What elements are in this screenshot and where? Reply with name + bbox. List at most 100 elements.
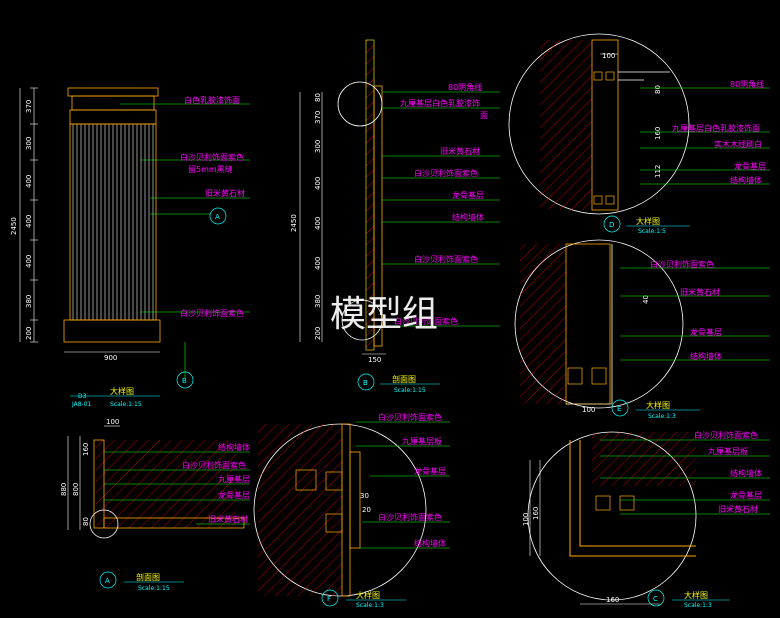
label: 旧米黄石材 [718,504,758,514]
label: 旧米黄石材 [440,146,480,156]
dim-seg: 80 [314,93,322,102]
tag-f: F [327,595,331,603]
label: 实木木线刷白 [714,139,762,149]
label: 80阴角线 [448,82,482,92]
dim: 80 [82,517,90,526]
label: 白沙贝利饰面索色 [414,168,478,178]
label: 旧米黄石材 [680,287,720,297]
view-scale: Scale:1:15 [394,387,426,394]
dim-seg: 370 [25,100,33,113]
label: 80阴角线 [730,79,764,89]
dim-width: 900 [104,354,117,362]
dim-total: 2450 [10,217,18,235]
label: 龙骨基层 [690,327,722,337]
view-d-detail: 100 80 160 112 80阴角线 九厘基层白色乳胶漆饰面 实木木线刷白 … [508,33,770,235]
label: 白沙贝利饰面索色 [378,412,442,422]
view-f-detail: 30 20 白沙贝利饰面索色 九厘基层板 龙骨基层 白沙贝利饰面索色 结构墙体 … [253,412,450,609]
dim: 80 [654,85,662,94]
view-scale: Scale:1:3 [684,602,712,609]
dim: 100 [106,418,119,426]
label: 龙骨基层 [730,490,762,500]
label: 白沙贝利饰面索色 [414,254,478,264]
view-b-section: 2450 80 370 300 400 400 400 380 200 80阴角… [290,39,500,394]
dim-seg: 380 [25,295,33,308]
view-scale: Scale:1:3 [648,413,676,420]
tag-b: B [363,379,368,387]
label: 九厘基层白色乳胶漆饰 [400,98,480,108]
view-title: 大样图 [636,216,660,226]
tag-c: C [653,595,658,603]
dim-seg: 400 [25,175,33,188]
dim-seg: 200 [25,327,33,340]
view-a-elevation: 2450 370 300 400 400 400 380 200 900 白色乳… [10,87,250,408]
label: 九厘基层白色乳胶漆饰面 [672,123,760,133]
label: 白沙贝利饰面索色 [182,460,246,470]
label: 旧米黄石材 [208,514,248,524]
dim-seg: 380 [314,295,322,308]
label: 龙骨基层 [452,190,484,200]
dim: 100 [522,513,530,526]
dim: 160 [654,127,662,140]
callout-a: A [215,213,220,221]
dim-seg: 400 [314,257,322,270]
view-e-detail: 40 100 白沙贝利饰面索色 旧米黄石材 龙骨基层 结构墙体 E 大样图 Sc… [514,239,770,420]
dim: 30 [360,492,369,500]
label: 九厘基层板 [402,436,442,446]
view-c-detail: 100 160 160 白沙贝利饰面索色 九厘基层板 结构墙体 龙骨基层 旧米黄… [522,430,770,609]
tag-a: A [105,577,110,585]
dim-seg: 300 [25,137,33,150]
view-scale: Scale:1:15 [138,585,170,592]
dim: 40 [642,295,650,304]
dim-seg: 400 [314,177,322,190]
view-scale: Scale:1:15 [110,401,142,408]
dim: 880 [60,483,68,496]
label: 留5mm黑缝 [188,164,233,174]
label: 龙骨基层 [218,490,250,500]
dim-seg: 400 [314,217,322,230]
label: 九厘基层板 [708,446,748,456]
view-title: 剖面图 [392,374,416,384]
tag-b: B [182,377,187,385]
label: 结构墙体 [690,351,722,361]
label: 白沙贝利饰面索色 [180,152,244,162]
label: 白沙贝利饰面索色 [694,430,758,440]
dim: 160 [532,507,540,520]
label: 结构墙体 [730,468,762,478]
label: 白沙贝利饰面索色 [650,259,714,269]
view-title: 剖面图 [136,572,160,582]
dim: 160 [606,596,619,604]
dim: 100 [602,52,615,60]
watermark: 模型组 [330,294,438,335]
dim-seg: 400 [25,255,33,268]
view-scale: Scale:1:5 [638,228,666,235]
view-scale: Scale:1:3 [356,602,384,609]
label: 面 [480,111,488,120]
label: 结构墙体 [452,212,484,222]
dim-seg: 200 [314,327,322,340]
ref-bottom: JA8-01 [71,401,92,408]
view-title: 大样图 [356,590,380,600]
dim: 800 [72,483,80,496]
label: 白沙贝利饰面索色 [378,512,442,522]
label: 龙骨基层 [414,466,446,476]
view-title: 大样图 [110,386,134,396]
label: 结构墙体 [414,538,446,548]
label: 白沙贝利饰面索色 [394,316,458,326]
ref-top: D3 [78,393,87,400]
view-title: 大样图 [684,590,708,600]
label: 结构墙体 [218,442,250,452]
dim-seg: 370 [314,111,322,124]
label: 结构墙体 [730,175,762,185]
label: 九厘基层 [218,474,250,484]
dim: 160 [82,443,90,456]
dim-width: 150 [368,356,381,364]
tag-d: D [609,221,614,229]
tag-e: E [617,405,621,413]
label: 龙骨基层 [734,161,766,171]
dim-seg: 300 [314,140,322,153]
view-a-section: 100 160 880 800 80 结构墙体 白沙贝利饰面索色 九厘基层 龙骨… [60,418,250,592]
label: 旧米黄石材 [205,188,245,198]
label: 白沙贝利饰面索色 [180,308,244,318]
dim: 112 [654,165,662,178]
